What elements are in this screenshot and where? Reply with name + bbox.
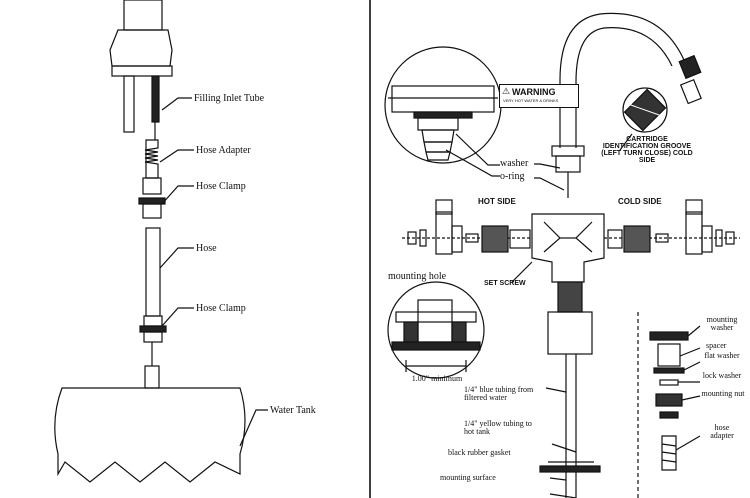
tank-inlet bbox=[144, 365, 160, 389]
label-min-dimension: 1.00" minimum bbox=[411, 374, 463, 383]
label-hot-side: HOT SIDE bbox=[478, 197, 516, 206]
label-hose-clamp-upper: Hose Clamp bbox=[196, 181, 246, 192]
hose-adapter bbox=[144, 139, 159, 179]
hose-clamp-lower bbox=[139, 325, 167, 333]
label-o-ring: o-ring bbox=[500, 171, 525, 182]
label-blue-tubing: 1/4" blue tubing from filtered water bbox=[464, 385, 534, 402]
cartridge-detail bbox=[622, 87, 668, 133]
label-hose-adapter-left: Hose Adapter bbox=[196, 145, 251, 156]
label-hose-clamp-lower: Hose Clamp bbox=[196, 303, 246, 314]
gooseneck-spout bbox=[551, 12, 702, 198]
warning-title: WARNING bbox=[512, 87, 556, 97]
valve-base-ring bbox=[111, 65, 173, 77]
label-hose-adapter-right: hose adapter bbox=[710, 423, 734, 440]
label-mounting-hole: mounting hole bbox=[388, 271, 447, 282]
label-water-tank: Water Tank bbox=[270, 405, 316, 416]
hose bbox=[145, 227, 161, 317]
label-mounting-washer: mounting washer bbox=[706, 315, 738, 332]
valve-body bbox=[123, 0, 163, 31]
hose-clamp-upper bbox=[142, 177, 162, 195]
warning-label: ⚠ WARNING VERY HOT WATER & DRINKS bbox=[499, 84, 579, 108]
water-tank bbox=[54, 387, 246, 483]
label-cold-side: COLD SIDE bbox=[618, 197, 662, 206]
mounting-hardware bbox=[637, 312, 701, 498]
label-set-screw: SET SCREW bbox=[484, 280, 526, 287]
label-flat-washer: flat washer bbox=[704, 351, 740, 360]
label-black-rubber-gasket: black rubber gasket bbox=[448, 448, 511, 457]
cold-side-parts bbox=[604, 199, 740, 255]
inlet-tube bbox=[123, 75, 135, 133]
label-hose: Hose bbox=[196, 243, 217, 254]
hot-side-parts bbox=[402, 199, 532, 255]
left-assembly bbox=[54, 0, 268, 483]
label-mounting-nut: mounting nut bbox=[701, 389, 745, 398]
label-filling-inlet-tube: Filling Inlet Tube bbox=[194, 93, 265, 104]
label-lock-washer: lock washer bbox=[702, 371, 742, 380]
warning-icon: ⚠ bbox=[502, 86, 511, 96]
warning-subtext: VERY HOT WATER & DRINKS bbox=[503, 98, 559, 103]
label-spacer: spacer bbox=[706, 341, 727, 350]
label-washer: washer bbox=[500, 158, 529, 169]
label-cartridge-note: CARTRIDGE IDENTIFICATION GROOVE (LEFT TU… bbox=[601, 136, 693, 164]
valve-collar bbox=[109, 29, 173, 67]
detail-circle-stem bbox=[384, 46, 502, 177]
mounting-hole-detail bbox=[387, 281, 485, 379]
label-yellow-tubing: 1/4" yellow tubing to hot tank bbox=[464, 419, 532, 436]
label-mounting-surface: mounting surface bbox=[440, 473, 496, 482]
faucet-body bbox=[531, 213, 605, 498]
inlet-spring bbox=[151, 75, 160, 123]
